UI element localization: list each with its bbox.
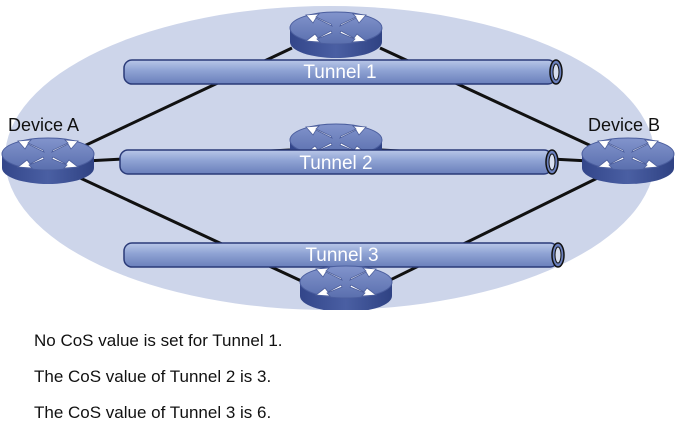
router-bottom-icon[interactable] [299,265,393,310]
tunnel-2-label: Tunnel 2 [299,153,372,174]
cos-notes: No CoS value is set for Tunnel 1. The Co… [34,330,283,438]
router-top-icon[interactable] [289,11,383,59]
device-b-label: Device B [588,115,660,135]
device-a-icon[interactable] [1,137,95,185]
device-b-icon[interactable] [581,137,675,185]
device-a-label: Device A [8,115,79,135]
tunnel-1-label: Tunnel 1 [303,62,376,83]
network-diagram: Tunnel 1 Tunnel 2 Tunnel 3 Device A Devi… [1,6,675,310]
tunnel-3-label: Tunnel 3 [305,245,378,266]
note-tunnel-2: The CoS value of Tunnel 2 is 3. [34,367,272,386]
tunnel-3[interactable]: Tunnel 3 [123,242,565,268]
note-tunnel-1: No CoS value is set for Tunnel 1. [34,331,283,350]
tunnel-2[interactable]: Tunnel 2 [119,149,559,175]
tunnel-1[interactable]: Tunnel 1 [123,59,563,85]
note-tunnel-3: The CoS value of Tunnel 3 is 6. [34,403,272,422]
